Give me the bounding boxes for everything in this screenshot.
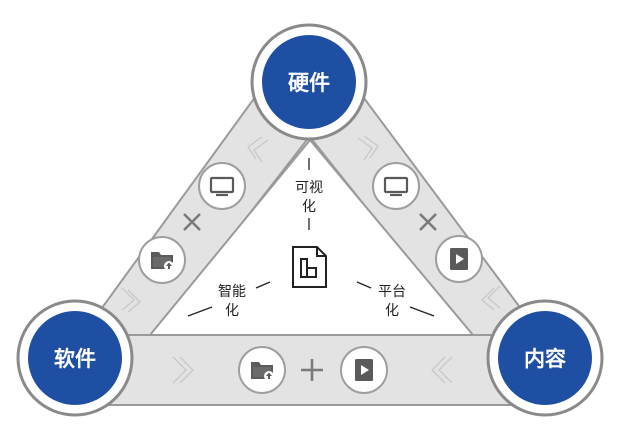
cross-icon [419,213,437,231]
node-hardware: 硬件 [250,23,368,141]
folder-upload-icon [138,236,186,284]
chevron-icon [357,135,379,161]
label-platform-line2: 化 [385,303,399,319]
chevron-icon [431,356,453,384]
chevron-icon [172,356,194,384]
label-visualization: 可视 化 [295,158,323,230]
monitor-icon [198,162,246,210]
document-icon [292,246,327,288]
label-visualization-line1: 可视 [295,180,323,196]
label-intelligence-line2: 化 [225,303,239,319]
chevron-icon [121,287,141,313]
node-content-label: 内容 [524,347,566,371]
node-content: 内容 [486,299,604,417]
chevron-icon [481,285,501,311]
label-visualization-line2: 化 [302,199,316,215]
node-software: 软件 [16,299,134,417]
folder-upload-icon [238,346,286,394]
label-platform-line1: 平台 [378,284,406,300]
cross-icon [183,213,201,231]
node-software-label: 软件 [54,347,96,371]
node-hardware-label: 硬件 [288,71,330,95]
label-intelligence: 智能 化 [187,281,271,319]
inner-triangle [147,138,476,336]
play-icon [340,346,388,394]
monitor-icon [372,162,420,210]
label-platform: 平台 化 [356,281,435,319]
chevron-icon [247,136,269,163]
label-intelligence-line1: 智能 [218,284,246,300]
play-icon [435,235,483,283]
plus-icon [301,359,323,381]
